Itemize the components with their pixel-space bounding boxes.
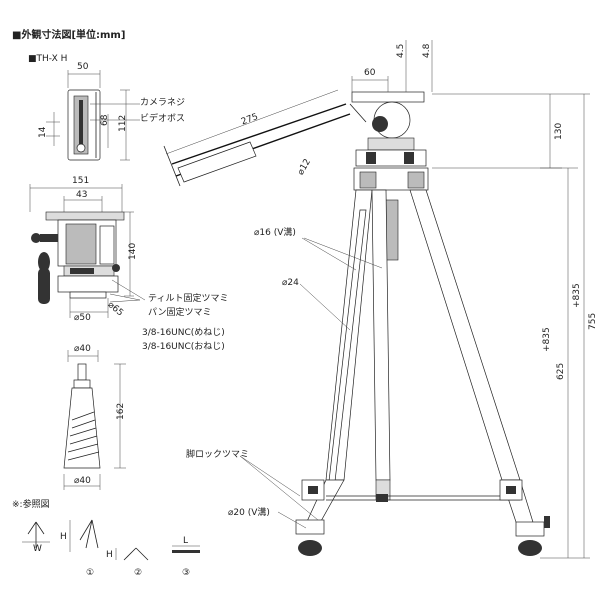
dim-755: 755 — [588, 312, 598, 330]
dim-835a: +835 — [572, 283, 582, 308]
tripod-main-view — [163, 40, 590, 559]
page-title: ■外観寸法図[単位:mm] — [12, 30, 126, 41]
dim-24: ⌀24 — [282, 278, 299, 288]
dim-151: 151 — [72, 176, 90, 186]
ref-n2: ② — [134, 568, 143, 578]
dim-835b: +835 — [542, 327, 552, 352]
dim-16-vgroove: ⌀16 (V溝) — [254, 228, 296, 238]
dim-625: 625 — [556, 362, 566, 380]
dim-50-head: ⌀50 — [74, 313, 91, 323]
dim-40-top: ⌀40 — [74, 344, 91, 354]
ref-h2: H — [106, 550, 113, 560]
ref-n1: ① — [86, 568, 95, 578]
dim-140: 140 — [128, 242, 138, 260]
video-boss-label: ビデオボス — [140, 114, 186, 124]
leg-lock-label: 脚ロックツマミ — [186, 450, 250, 460]
reference-title: ※:参照図 — [12, 500, 50, 510]
dim-4-5: 4.5 — [396, 43, 406, 58]
dim-14: 14 — [38, 126, 48, 138]
dim-40-bottom: ⌀40 — [74, 476, 91, 486]
unc-female-label: 3/8-16UNC(めねじ) — [142, 328, 225, 338]
pan-lock-label: パン固定ツマミ — [148, 308, 212, 318]
unc-male-label: 3/8-16UNC(おねじ) — [142, 342, 225, 352]
dim-4-8: 4.8 — [422, 43, 432, 58]
head-front-view — [29, 184, 146, 318]
dim-43: 43 — [76, 190, 88, 200]
ref-w: W — [33, 544, 42, 554]
dim-50-top: 50 — [77, 62, 89, 72]
ref-n3: ③ — [182, 568, 191, 578]
ref-h1: H — [60, 532, 67, 542]
tilt-lock-label: ティルト固定ツマミ — [148, 294, 229, 304]
dim-130: 130 — [554, 122, 564, 140]
dim-68: 68 — [100, 114, 110, 126]
ref-l: L — [183, 536, 189, 546]
center-column-view — [63, 350, 126, 490]
dim-112: 112 — [118, 114, 128, 132]
camera-screw-label: カメラネジ — [140, 98, 186, 108]
dim-162: 162 — [116, 402, 126, 420]
dim-60: 60 — [364, 68, 376, 78]
model-label: ■TH-X H — [28, 54, 68, 64]
plate-top-view — [46, 70, 140, 161]
reference-figures — [22, 519, 200, 561]
dim-20-vgroove: ⌀20 (V溝) — [228, 508, 270, 518]
